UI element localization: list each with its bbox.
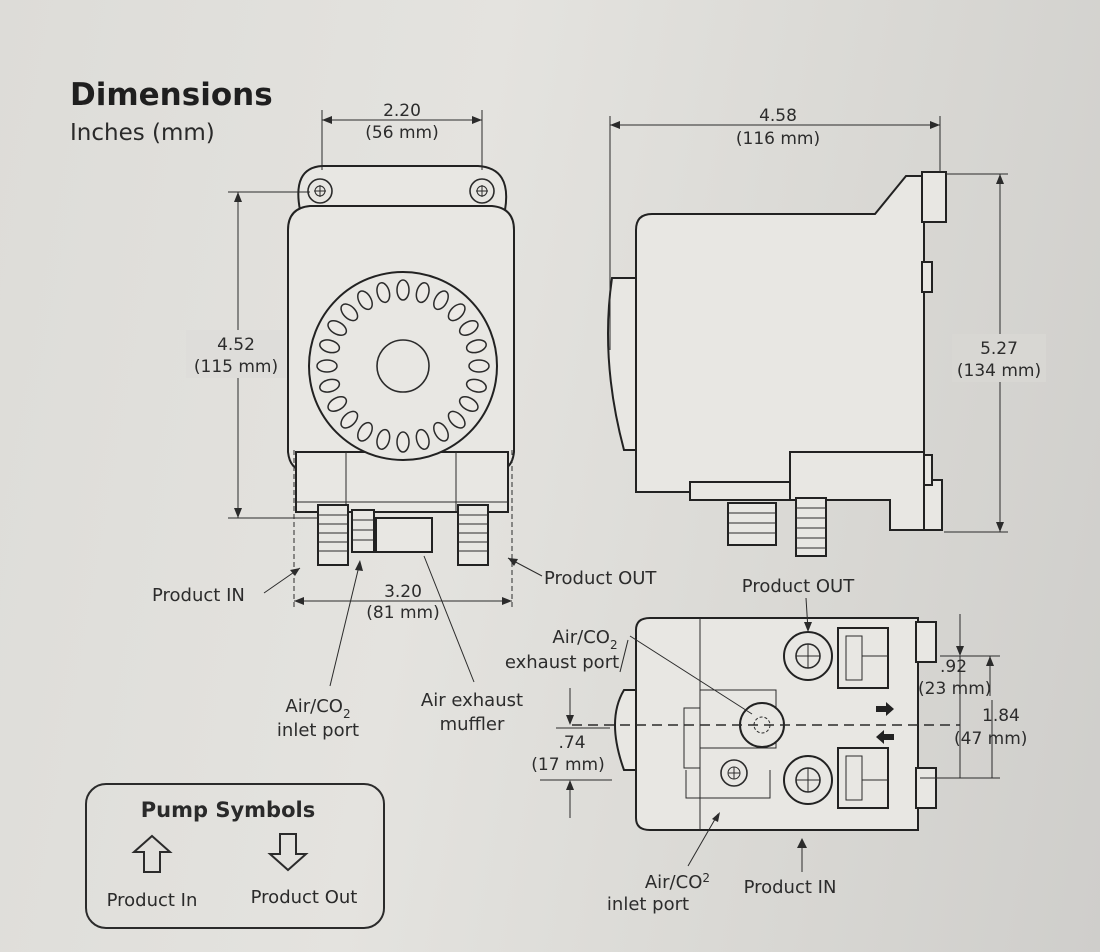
vent-slot [465,339,487,354]
vent-slot [376,428,391,450]
units-subtitle: Inches (mm) [70,120,215,146]
side-motor-dome [607,277,637,451]
front-center-hub [376,339,430,393]
bottom-label-inlet-line2: inlet port [607,894,689,915]
bottom-label-exhaust-line1: Air/CO2 [552,627,617,652]
arrow-down-icon [267,833,309,872]
vent-slot [415,428,430,450]
vent-slot [316,359,338,373]
bottom-dim-b-value: 1.84 [982,706,1020,726]
bottom-inlet-port [720,759,748,787]
vent-slot [327,396,348,412]
vent-slot [396,431,410,453]
vent-slot [468,359,490,373]
bottom-label-inlet-line1: Air/CO2 [645,871,710,893]
pump-symbol-product-in-label: Product In [107,890,198,911]
vent-slot [447,410,466,429]
flow-arrow-right-icon [876,702,894,716]
side-top-flange [921,171,947,223]
front-label-muffler-line1: Air exhaust [421,690,523,711]
bottom-dim-a-value: .92 [940,657,967,677]
side-fitting-right [795,497,827,557]
side-height-value: 5.27 [980,339,1018,359]
vent-slot [357,421,373,442]
side-fitting-left [727,502,777,546]
front-label-muffler-line2: muffler [440,714,505,735]
vent-slot [319,378,341,393]
bottom-dim-c-mm: (17 mm) [531,755,604,775]
pump-symbols-title: Pump Symbols [141,798,315,822]
vent-slot [396,279,410,301]
side-height-mm: (134 mm) [957,361,1041,381]
vent-slot [447,303,466,322]
front-label-product-out: Product OUT [544,568,657,589]
front-width-top-value: 2.20 [383,101,421,121]
vent-slot [376,282,391,304]
front-right-screw-icon [469,178,495,204]
bottom-label-product-out: Product OUT [742,576,855,597]
bottom-view: Product OUT Air/CO2 exhaust port Air/CO2… [505,576,1028,915]
front-label-inlet-line2: inlet port [277,720,359,741]
front-inlet-fitting [351,509,375,553]
front-product-in-fitting [317,504,349,566]
side-pump-body [635,175,925,493]
vent-slot [340,303,359,322]
bottom-exhaust-port [739,702,785,748]
flow-arrow-left-icon [876,730,894,744]
bottom-dim-c-value: .74 [558,733,585,753]
front-label-inlet-line1: Air/CO2 [285,696,350,721]
front-width-top-mm: (56 mm) [365,123,438,143]
bottom-motor-dome [614,689,637,771]
side-depth-mm: (116 mm) [736,129,820,149]
bottom-dim-b-mm: (47 mm) [954,729,1027,749]
bottom-label-exhaust-line2: exhaust port [505,652,619,673]
front-height-mm: (115 mm) [194,357,278,377]
vent-slot [465,378,487,393]
front-left-screw-icon [307,178,333,204]
side-view: 4.58 (116 mm) 5.27 (134 mm) [607,106,1046,557]
vent-slot [357,290,373,311]
vent-slot [433,421,449,442]
vent-slot [415,282,430,304]
vent-slot [458,396,479,412]
pump-symbol-product-out-label: Product Out [251,887,358,908]
front-view: 2.20 (56 mm) 4.52 (115 mm) 3.20 (81 mm) … [152,101,657,741]
vent-slot [340,410,359,429]
front-width-bottom-value: 3.20 [384,582,422,602]
page-title: Dimensions [70,77,273,113]
pump-symbols-box [85,783,385,929]
front-width-bottom-mm: (81 mm) [366,603,439,623]
vent-slot [327,320,348,336]
front-label-product-in: Product IN [152,585,245,606]
vent-slot [458,320,479,336]
front-mounting-flange [297,165,508,211]
front-product-out-fitting [457,504,489,566]
front-lower-block [295,451,509,513]
vent-slot [319,339,341,354]
side-depth-value: 4.58 [759,106,797,126]
arrow-up-icon [131,834,173,873]
front-vent-ring [316,279,490,453]
bottom-label-product-in: Product IN [744,877,837,898]
front-muffler [375,517,433,553]
bottom-dim-a-mm: (23 mm) [918,679,991,699]
vent-slot [433,290,449,311]
pump-symbols-legend: Pump Symbols Product In Product Out [85,783,385,929]
front-height-value: 4.52 [217,335,255,355]
